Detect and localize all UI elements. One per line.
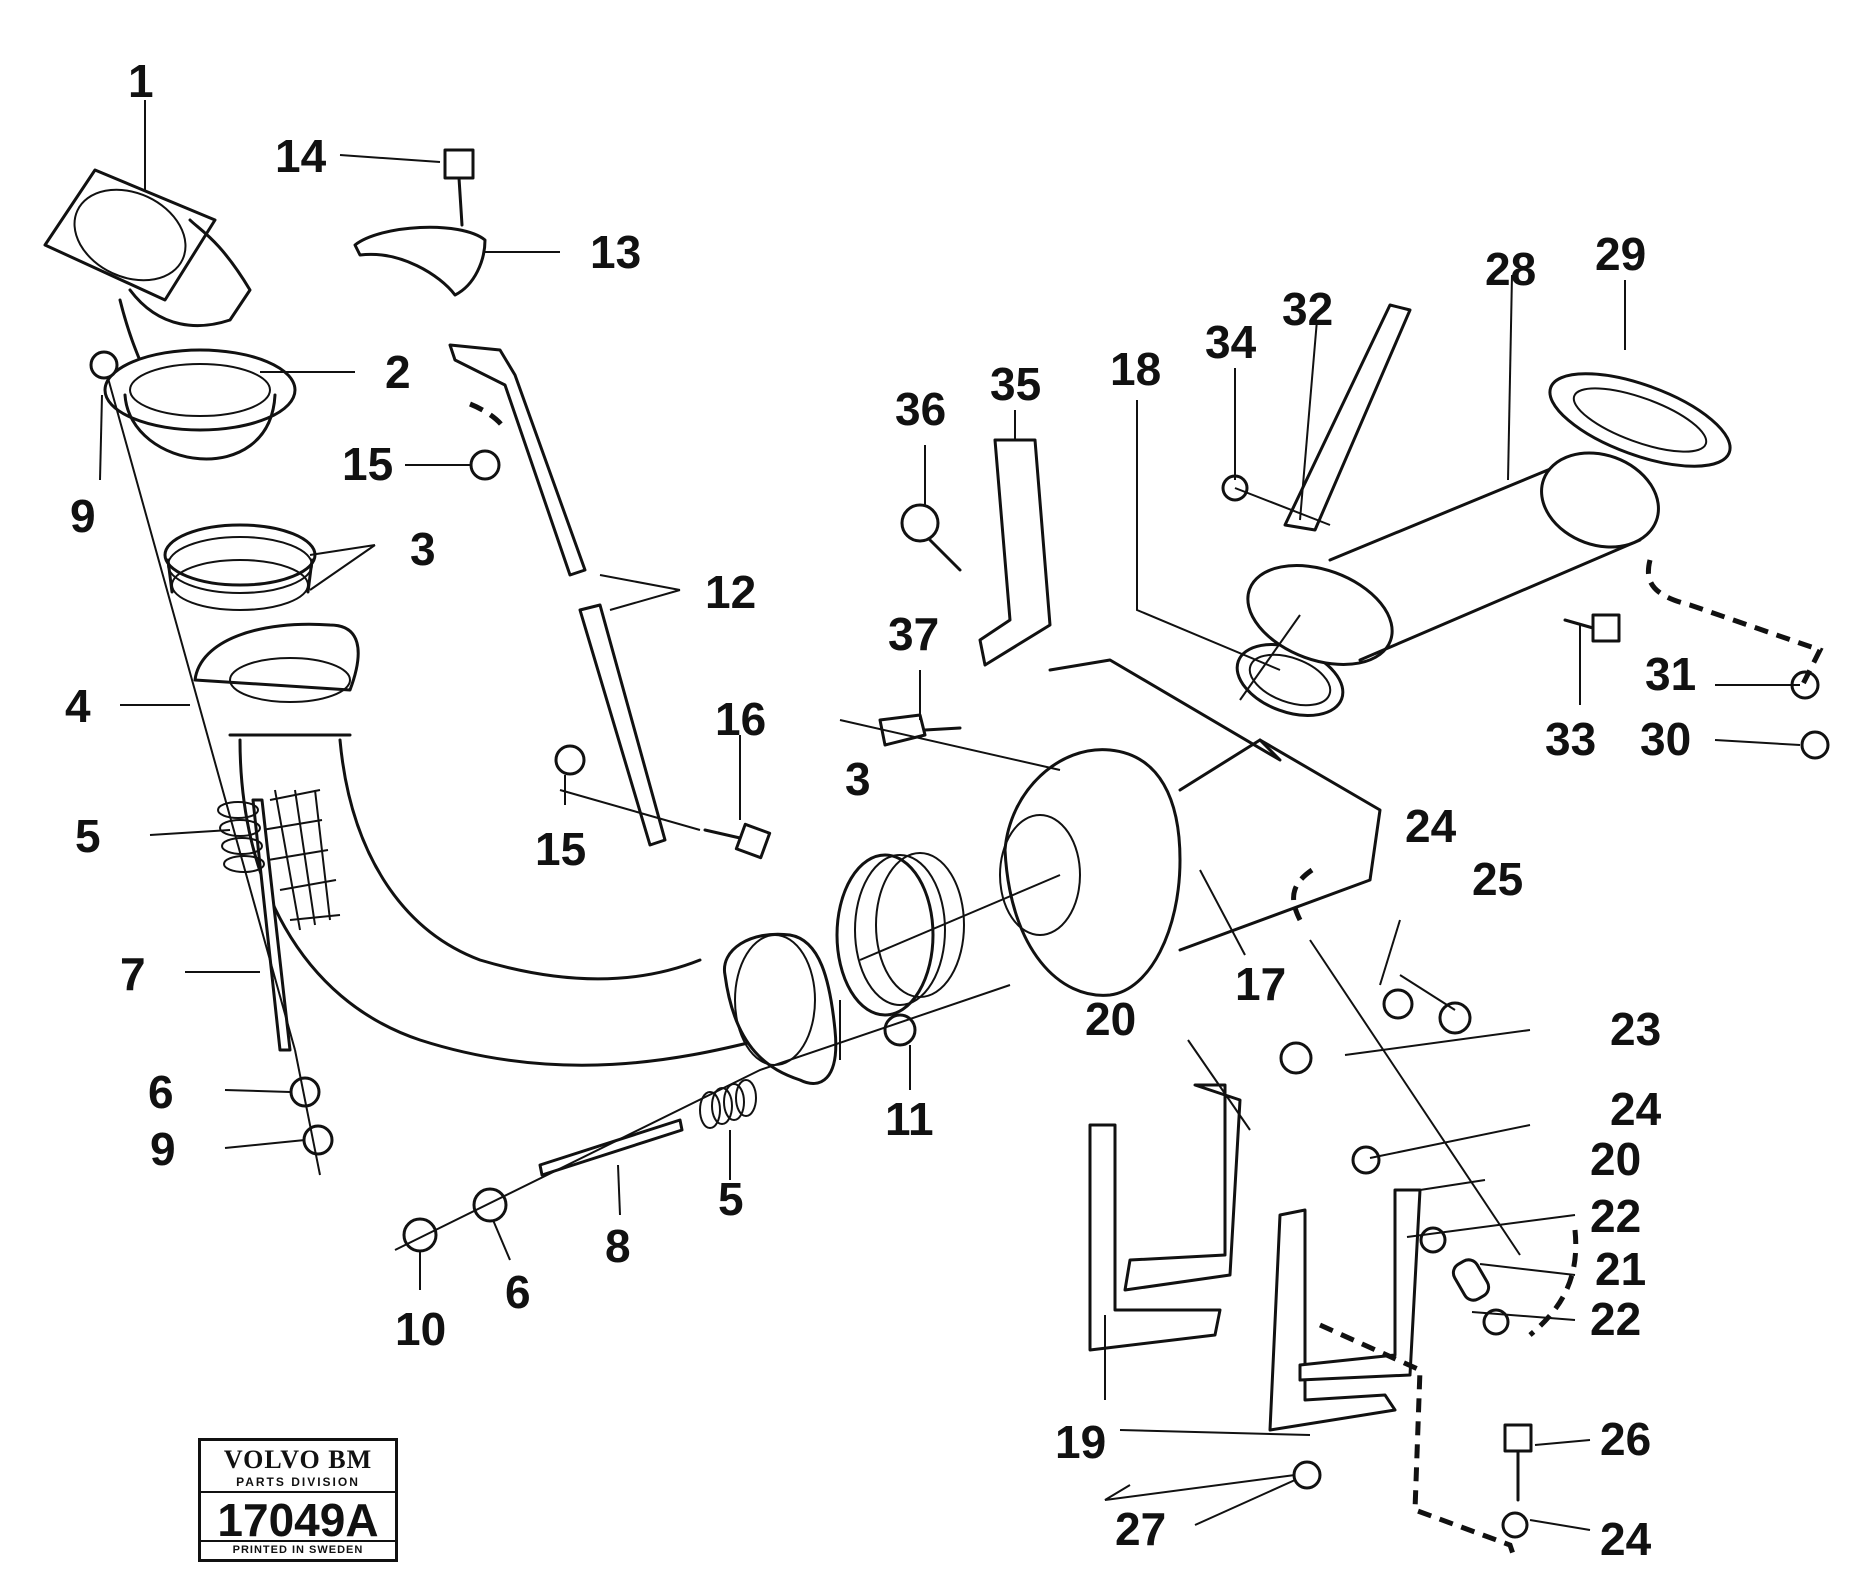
callout-24-upper: 24 — [1405, 800, 1457, 852]
stamp-printed: PRINTED IN SWEDEN — [201, 1540, 395, 1559]
leader-lines — [99, 100, 1801, 1531]
callout-9-lower: 9 — [150, 1123, 176, 1175]
dashed-connectors — [469, 401, 1824, 1561]
callout-17: 17 — [1235, 958, 1286, 1010]
callout-2: 2 — [385, 346, 411, 398]
part-3-seal-upper — [163, 523, 317, 611]
callout-30: 30 — [1640, 713, 1691, 765]
callout-10: 10 — [395, 1303, 446, 1355]
callout-12: 12 — [705, 566, 756, 618]
callout-20-upper: 20 — [1085, 993, 1136, 1045]
callout-16: 16 — [715, 693, 766, 745]
callout-33: 33 — [1545, 713, 1596, 765]
stamp-division: PARTS DIVISION — [201, 1475, 395, 1493]
callout-21: 21 — [1595, 1243, 1646, 1295]
callout-3-lower: 3 — [845, 753, 871, 805]
stamp-drawing-number: 17049A — [217, 1494, 379, 1546]
callout-24-bottom: 24 — [1600, 1513, 1652, 1565]
part-32-strap — [1283, 303, 1412, 532]
callout-3-upper: 3 — [410, 523, 436, 575]
pipe-outlet-flange — [722, 932, 838, 1085]
callout-20-right: 20 — [1590, 1133, 1641, 1185]
callout-23: 23 — [1610, 1003, 1661, 1055]
callout-24-mid: 24 — [1610, 1083, 1662, 1135]
callout-9-upper: 9 — [70, 490, 96, 542]
callout-15-upper: 15 — [342, 438, 393, 490]
callout-5-upper: 5 — [75, 810, 101, 862]
callout-31: 31 — [1645, 648, 1696, 700]
callout-32: 32 — [1282, 283, 1333, 335]
callout-18: 18 — [1110, 343, 1161, 395]
callout-15-lower: 15 — [535, 823, 586, 875]
callout-13: 13 — [590, 226, 641, 278]
callout-29: 29 — [1595, 228, 1646, 280]
part-29-flange-plate — [1548, 372, 1732, 468]
part-5-spring-lower — [699, 1079, 757, 1129]
callout-27: 27 — [1115, 1503, 1166, 1555]
nuts-and-bolts — [89, 148, 1830, 1539]
callout-36: 36 — [895, 383, 946, 435]
part-4-bend-pipe — [193, 622, 762, 1067]
callout-6-bottom: 6 — [505, 1266, 531, 1318]
callout-14: 14 — [275, 130, 327, 182]
callout-22-upper: 22 — [1590, 1190, 1641, 1242]
part-13-half-ring — [353, 225, 487, 297]
part-17-silencer-inlet — [999, 658, 1382, 997]
callout-22-lower: 22 — [1590, 1293, 1641, 1345]
callout-25: 25 — [1472, 853, 1523, 905]
part-5-spring-upper — [217, 801, 265, 873]
part-19-20-brackets — [1088, 1083, 1422, 1432]
callout-4: 4 — [65, 680, 91, 732]
part-35-bracket — [978, 438, 1052, 667]
callout-8: 8 — [605, 1220, 631, 1272]
parts-division-stamp: VOLVO BM PARTS DIVISION 17049A PRINTED I… — [198, 1438, 398, 1562]
part-3-seal-lower — [835, 852, 965, 1017]
assembly-lines — [107, 377, 1521, 1256]
callout-5-lower: 5 — [718, 1173, 744, 1225]
callout-11: 11 — [885, 1093, 934, 1145]
callout-19: 19 — [1055, 1416, 1106, 1468]
part-2-flange — [103, 348, 297, 461]
part-12-strap — [448, 343, 667, 847]
callout-37: 37 — [888, 608, 939, 660]
callout-7: 7 — [120, 948, 146, 1000]
callout-35: 35 — [990, 358, 1041, 410]
callout-6-left: 6 — [148, 1066, 174, 1118]
callout-34: 34 — [1205, 316, 1257, 368]
callout-1: 1 — [128, 55, 154, 107]
callout-26: 26 — [1600, 1413, 1651, 1465]
stamp-brand: VOLVO BM — [223, 1445, 373, 1474]
part-8-stud — [538, 1118, 684, 1177]
callout-28: 28 — [1485, 243, 1536, 295]
part-28-oval-pipe — [1246, 451, 1660, 666]
